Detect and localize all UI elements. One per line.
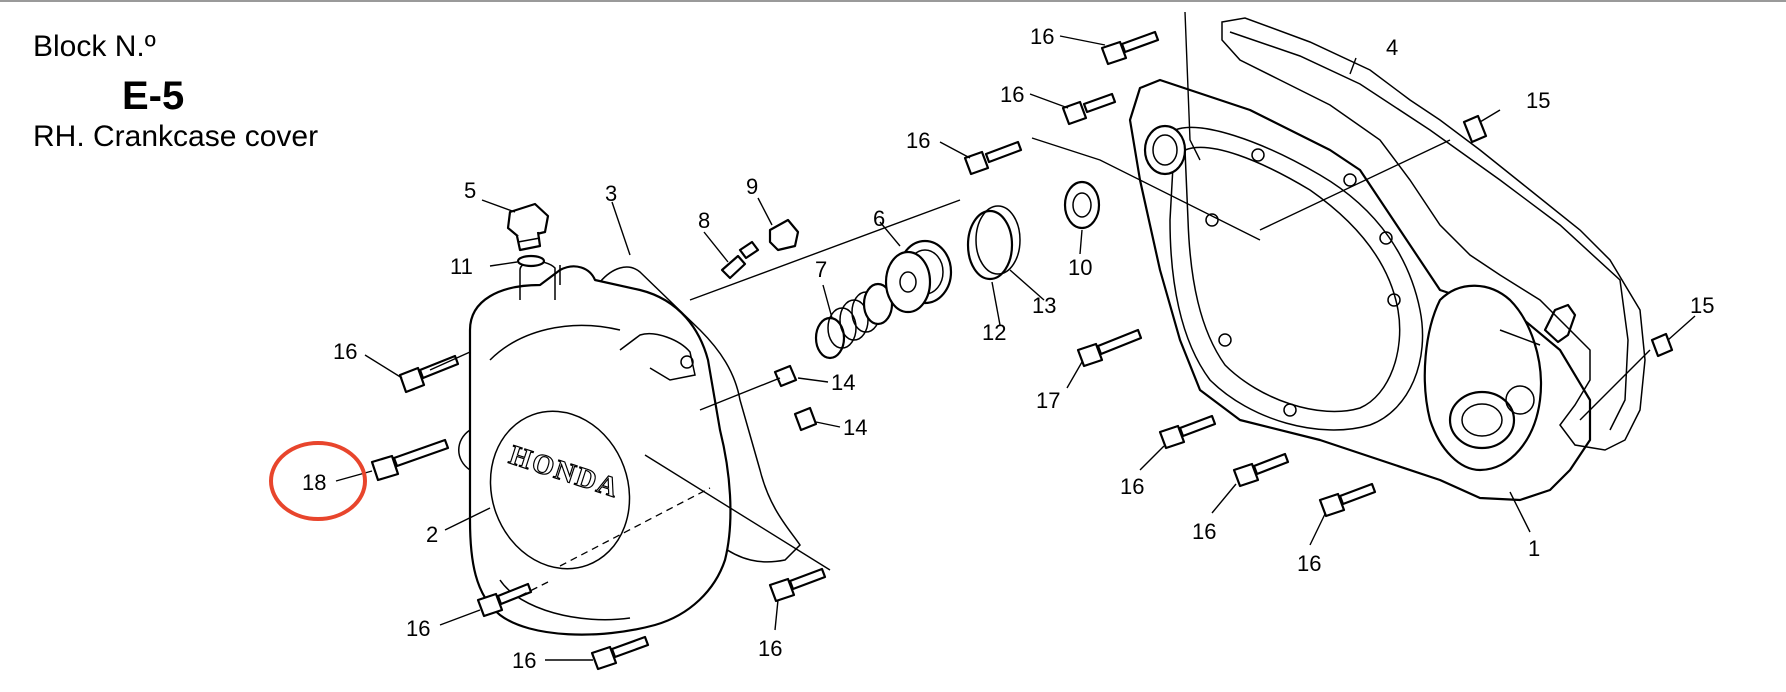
crankcase-part-1[interactable] — [1128, 78, 1592, 502]
highlight-circle — [269, 441, 367, 521]
bolt-part-16-j[interactable] — [1318, 482, 1377, 518]
callout-10: 10 — [1068, 255, 1092, 280]
callout-16: 16 — [406, 616, 430, 641]
dowel-pin-part-14-lower[interactable] — [793, 406, 818, 432]
callout-14: 14 — [843, 415, 867, 440]
callout-16: 16 — [1120, 474, 1144, 499]
assembly-line — [1031, 137, 1261, 241]
spring-part-7[interactable] — [814, 282, 894, 360]
callout-16: 16 — [906, 128, 930, 153]
callout-11: 11 — [450, 254, 473, 279]
callout-16: 16 — [333, 339, 357, 364]
top-border — [0, 0, 1786, 2]
oil-seal-part-10[interactable] — [1063, 180, 1101, 230]
callout-18: 18 — [302, 470, 326, 495]
bolt-part-16-i[interactable] — [1232, 452, 1290, 488]
assembly-line-dashed — [519, 581, 549, 597]
bolt-part-8[interactable] — [720, 240, 760, 280]
callout-8: 8 — [698, 208, 710, 233]
crankcase-cover-part-2[interactable]: HONDA — [458, 260, 732, 636]
o-ring-part-13[interactable] — [975, 205, 1021, 275]
bolt-part-18[interactable] — [370, 438, 450, 482]
callout-14: 14 — [831, 370, 855, 395]
block-code: E-5 — [122, 74, 185, 118]
callout-16: 16 — [1000, 82, 1024, 107]
bolt-part-16-b[interactable] — [1061, 92, 1117, 126]
oil-filler-cap-part-5[interactable] — [506, 202, 550, 252]
callout-4: 4 — [1386, 35, 1398, 60]
bolt-part-16-g[interactable] — [768, 567, 827, 603]
bolt-part-17[interactable] — [1076, 328, 1143, 368]
callout-7: 7 — [815, 257, 827, 282]
o-ring-part-11[interactable] — [516, 254, 546, 268]
bolt-part-16-a[interactable] — [1100, 30, 1160, 66]
plug-part-9[interactable] — [768, 218, 800, 252]
o-ring-part-12[interactable] — [966, 209, 1014, 281]
dowel-pin-part-14-upper[interactable] — [773, 364, 798, 388]
callout-16: 16 — [758, 636, 782, 661]
callout-labels: 16 16 16 4 15 15 5 3 8 9 6 7 12 13 10 11… — [302, 24, 1714, 673]
callout-15: 15 — [1526, 88, 1550, 113]
bolt-part-16-h[interactable] — [1158, 414, 1217, 450]
callout-5: 5 — [464, 178, 476, 203]
callout-16: 16 — [512, 648, 536, 673]
block-label: Block N.º — [33, 30, 156, 63]
callout-9: 9 — [746, 174, 758, 199]
callout-17: 17 — [1036, 388, 1060, 413]
assembly-line — [1259, 139, 1451, 231]
callout-16: 16 — [1030, 24, 1054, 49]
callout-3: 3 — [605, 181, 617, 206]
assembly-line — [1579, 349, 1651, 421]
bolt-part-16-c[interactable] — [963, 140, 1023, 176]
callout-6: 6 — [873, 206, 885, 231]
assembly-line — [689, 199, 961, 301]
page-title: RH. Crankcase cover — [33, 120, 319, 153]
gasket-part-4[interactable] — [1221, 17, 1646, 451]
callout-1: 1 — [1528, 536, 1540, 561]
bushing-part-6[interactable] — [884, 239, 953, 314]
assembly-line-dashed — [559, 487, 711, 567]
bolt-part-16-f[interactable] — [590, 635, 650, 671]
gasket-part-3[interactable] — [599, 266, 801, 563]
assembly-line — [429, 351, 471, 371]
assembly-line — [644, 454, 831, 571]
dowel-pin-part-15-lower[interactable] — [1650, 332, 1674, 358]
callout-16: 16 — [1297, 551, 1321, 576]
callout-13: 13 — [1032, 293, 1056, 318]
callout-2: 2 — [426, 522, 438, 547]
bolt-part-16-e[interactable] — [476, 582, 533, 618]
assembly-line — [699, 377, 781, 411]
callout-12: 12 — [982, 320, 1006, 345]
callout-15: 15 — [1690, 293, 1714, 318]
leader-lines — [335, 35, 1696, 661]
assembly-line — [1184, 11, 1201, 161]
callout-16: 16 — [1192, 519, 1216, 544]
